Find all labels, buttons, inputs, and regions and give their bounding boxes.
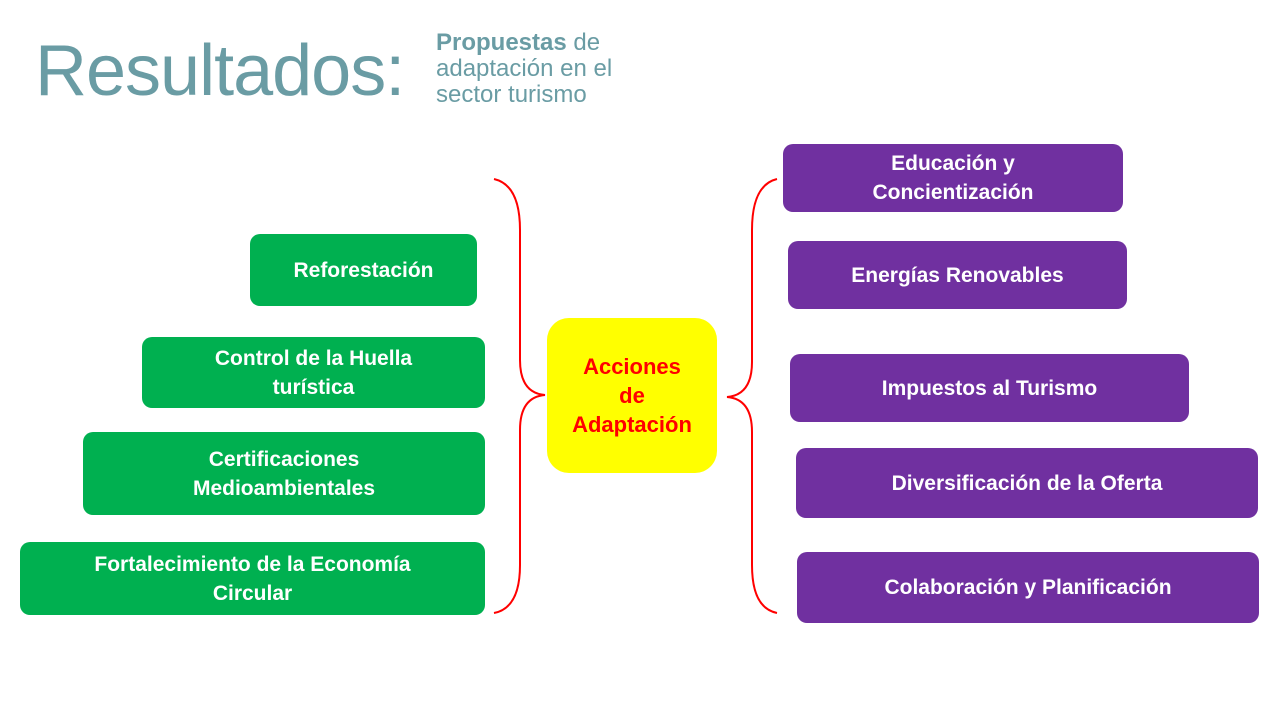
left-item-control-huella: Control de la Huella turística (142, 337, 485, 408)
center-line: Adaptación (572, 412, 692, 437)
subtitle-part: de (566, 29, 601, 56)
subtitle-bold: Propuestas (436, 29, 567, 56)
right-item-diversificacion: Diversificación de la Oferta (796, 448, 1258, 518)
center-line: Acciones (583, 354, 681, 379)
left-brace (493, 178, 546, 614)
slide-title: Resultados: (35, 31, 405, 111)
right-item-educacion: Educación y Concientización (783, 144, 1123, 212)
left-item-reforestacion: Reforestación (250, 234, 477, 306)
right-item-energias: Energías Renovables (788, 241, 1127, 309)
left-item-economia-circular: Fortalecimiento de la Economía Circular (20, 542, 485, 615)
right-item-impuestos: Impuestos al Turismo (790, 354, 1189, 422)
subtitle-part: adaptación en el (436, 55, 613, 82)
subtitle-part: sector turismo (436, 81, 587, 108)
right-item-colaboracion: Colaboración y Planificación (797, 552, 1259, 623)
center-line: de (619, 383, 645, 408)
left-item-certificaciones: Certificaciones Medioambientales (83, 432, 485, 515)
right-brace (726, 178, 778, 614)
